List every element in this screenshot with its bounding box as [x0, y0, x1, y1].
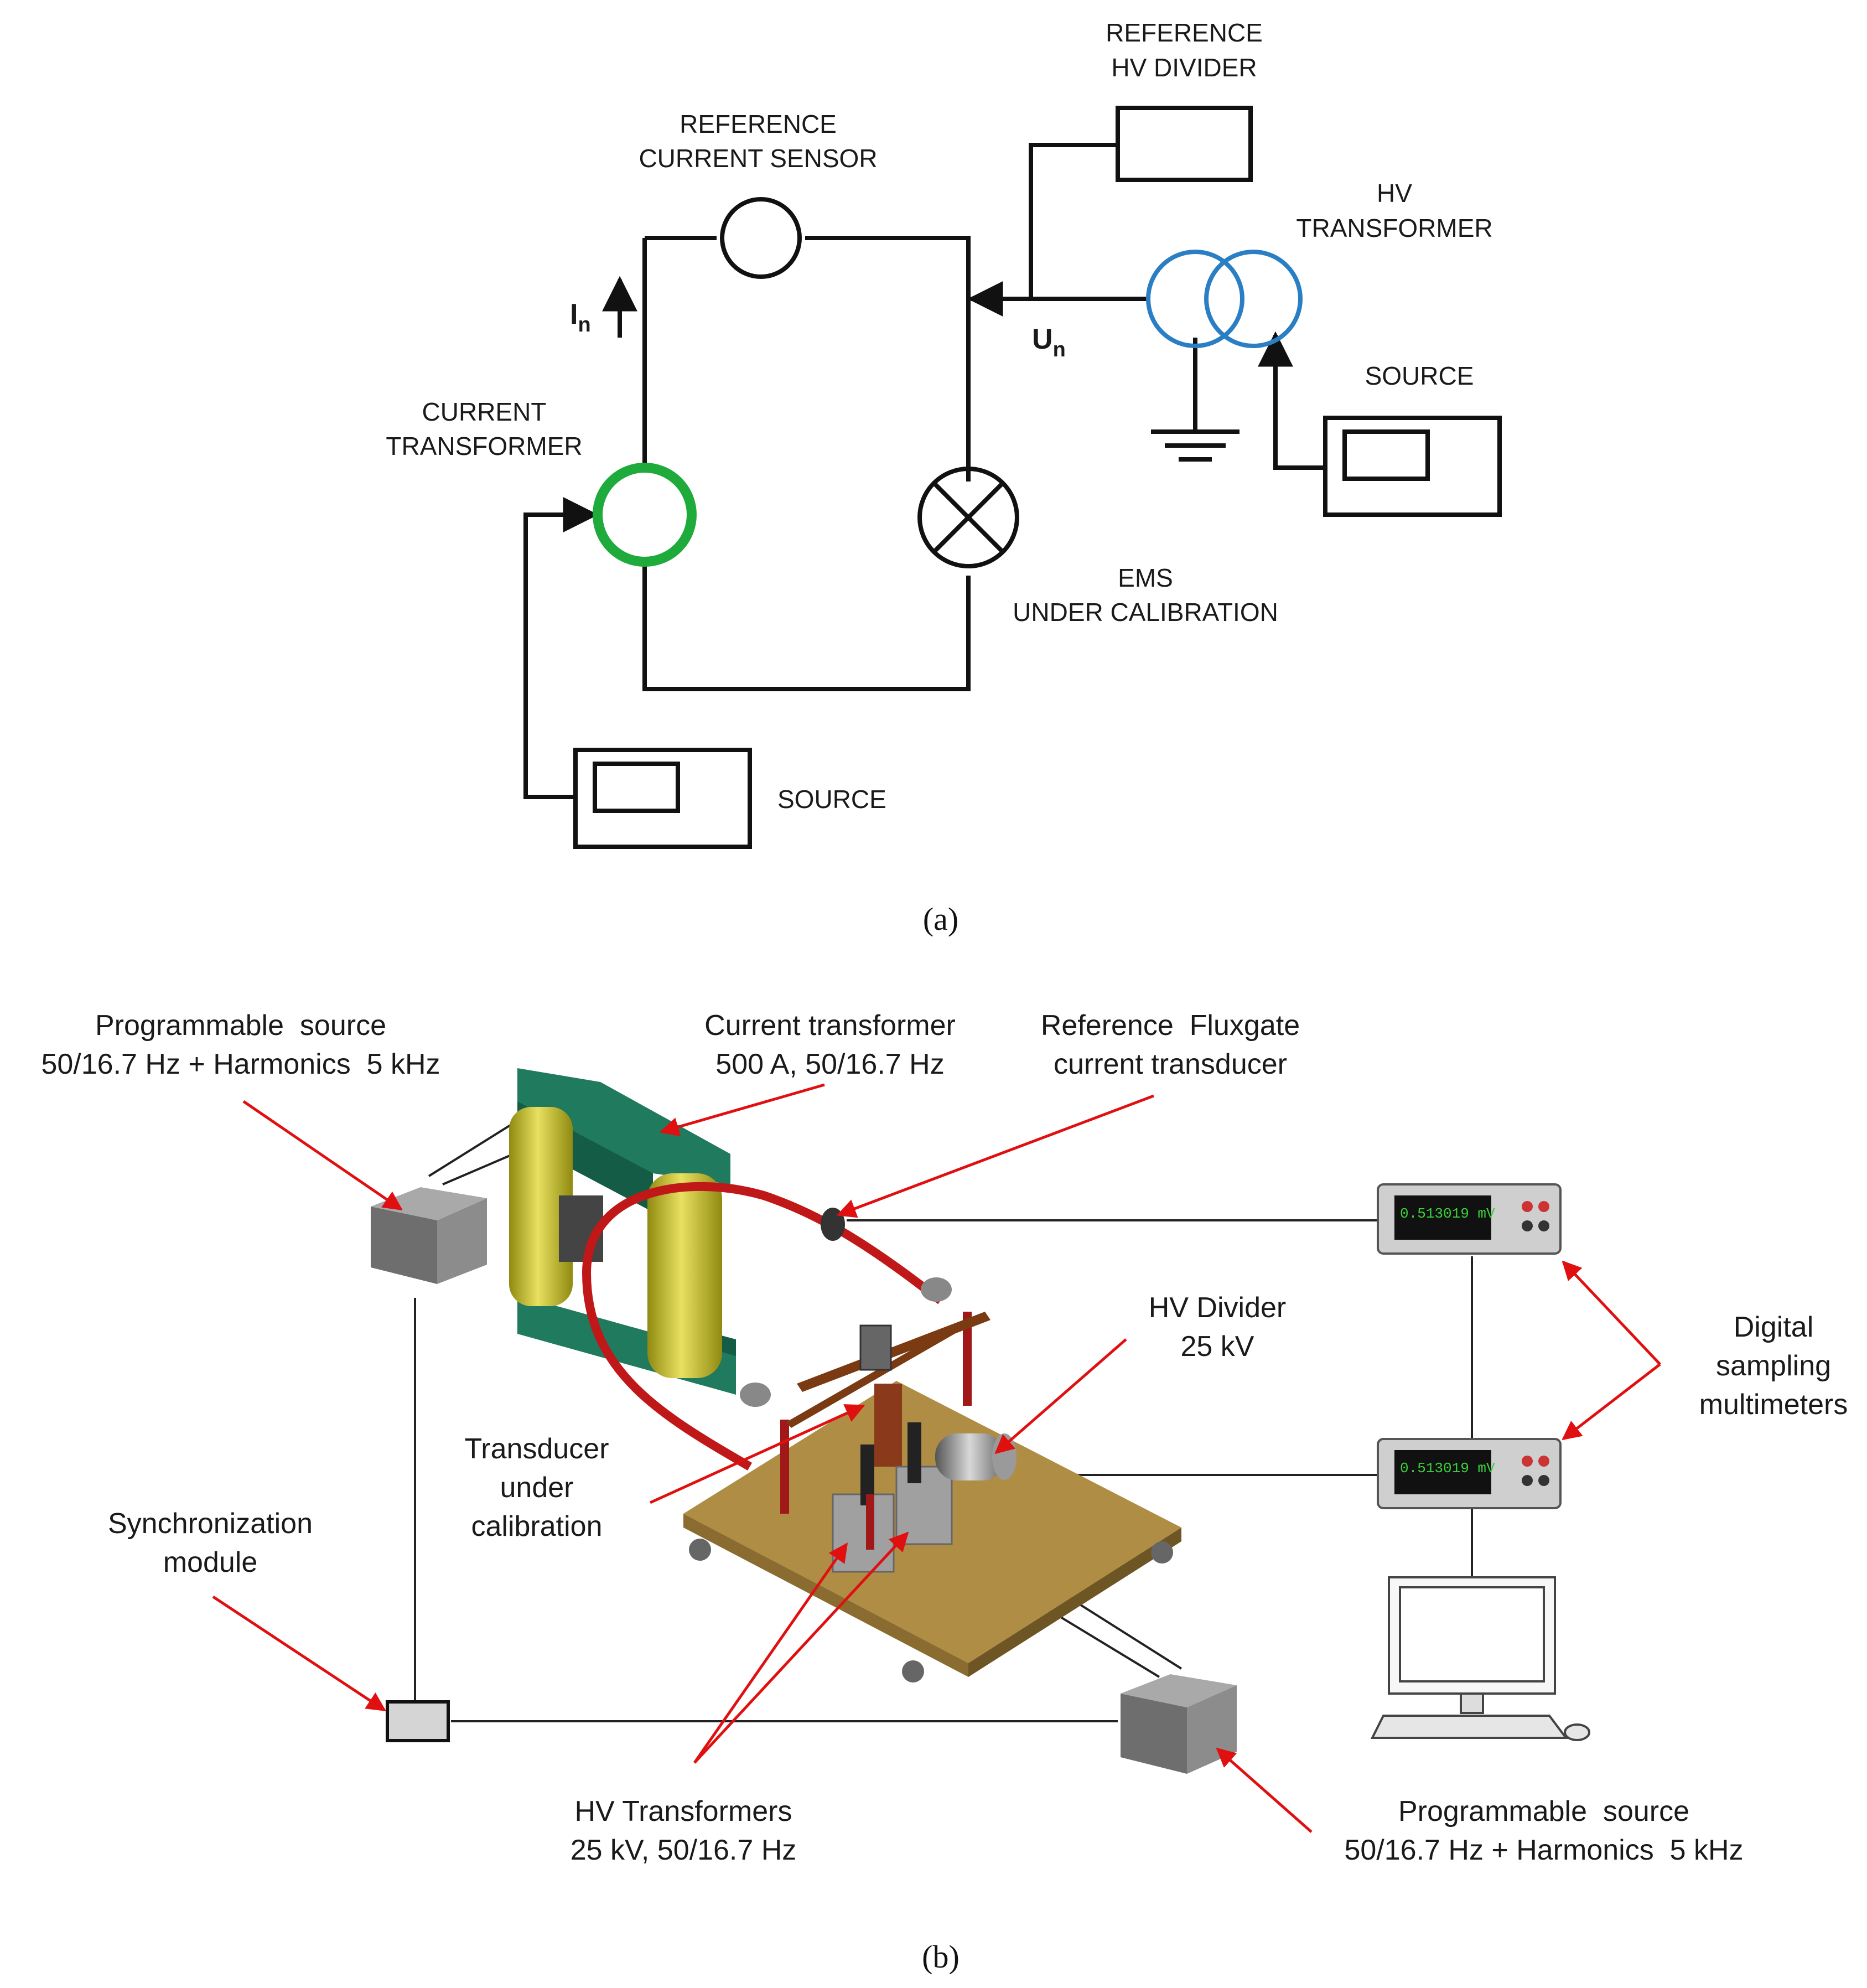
label-prog-source-bottom-1: Programmable source — [1398, 1795, 1689, 1827]
dmm-bottom: 0.513019 mV — [1377, 1438, 1562, 1509]
computer — [1370, 1576, 1590, 1741]
label-current-symbol: In — [570, 298, 591, 336]
ems-cross-b — [932, 482, 1004, 553]
label-sync-2: module — [163, 1546, 258, 1578]
label-ref-current-sensor-1: REFERENCE — [680, 110, 837, 138]
label-hv-divider-2: 25 kV — [1181, 1330, 1254, 1363]
source-right-display — [1342, 429, 1430, 481]
ems-meter — [917, 467, 1019, 568]
panel-b-pointers — [212, 1083, 1661, 1833]
hv-transformer-ring-b — [1204, 250, 1303, 348]
label-fluxgate-2: current transducer — [1054, 1048, 1287, 1080]
caption-b: (b) — [922, 1939, 960, 1975]
label-digital-1: Digital — [1734, 1311, 1814, 1343]
dmm-bottom-reading: 0.513019 mV — [1400, 1460, 1495, 1477]
label-current-transformer-b-1: Current transformer — [704, 1009, 956, 1042]
label-ref-hv-divider-2: HV DIVIDER — [1111, 53, 1257, 82]
label-transducer-2: under — [500, 1472, 574, 1504]
source-bottom-wire — [523, 497, 599, 799]
label-hv-divider-1: HV Divider — [1149, 1292, 1287, 1324]
dmm-top-reading: 0.513019 mV — [1400, 1205, 1495, 1222]
label-hv-transformer-1: HV — [1377, 179, 1412, 208]
label-hv-transformers-1: HV Transformers — [575, 1795, 792, 1827]
label-source-bottom: SOURCE — [777, 785, 886, 814]
reference-current-sensor — [720, 197, 802, 279]
source-bottom-box — [573, 748, 752, 849]
source-bottom-display — [593, 762, 680, 813]
label-sync-1: Synchronization — [108, 1508, 313, 1540]
loop-wire — [642, 236, 971, 691]
label-prog-source-bottom-2: 50/16.7 Hz + Harmonics 5 kHz — [1344, 1834, 1743, 1866]
label-hv-transformers-2: 25 kV, 50/16.7 Hz — [571, 1834, 797, 1866]
label-current-transformer-1: CURRENT — [422, 397, 547, 426]
current-transformer-ring — [593, 463, 697, 567]
label-ems-2: UNDER CALIBRATION — [1013, 598, 1278, 627]
label-hv-transformer-2: TRANSFORMER — [1296, 214, 1492, 242]
label-ems-1: EMS — [1118, 563, 1173, 592]
panel-b-labels: Programmable source 50/16.7 Hz + Harmoni… — [41, 1009, 1848, 1866]
reference-hv-divider-box — [1116, 106, 1253, 182]
label-digital-2: sampling — [1716, 1350, 1831, 1382]
programmable-source-bottom — [1121, 1674, 1237, 1774]
label-transducer-1: Transducer — [464, 1433, 609, 1465]
label-current-transformer-2: TRANSFORMER — [386, 432, 582, 460]
label-prog-source-top-1: Programmable source — [95, 1009, 386, 1042]
label-ref-hv-divider-1: REFERENCE — [1106, 18, 1263, 47]
current-transformer-3d — [509, 1068, 736, 1395]
panel-a-circuit — [523, 106, 1502, 849]
fluxgate-transducer — [740, 1208, 952, 1407]
label-ref-current-sensor-2: CURRENT SENSOR — [639, 144, 877, 173]
divider-wire — [1029, 143, 1118, 299]
label-source-right: SOURCE — [1365, 361, 1474, 390]
caption-a: (a) — [923, 901, 958, 937]
table-apparatus — [780, 1312, 1017, 1573]
dmm-top: 0.513019 mV — [1377, 1183, 1562, 1255]
synchronization-module — [386, 1700, 450, 1742]
panel-a-labels: REFERENCE HV DIVIDER REFERENCE CURRENT S… — [386, 18, 1492, 814]
label-current-transformer-b-2: 500 A, 50/16.7 Hz — [715, 1048, 944, 1080]
label-fluxgate-1: Reference Fluxgate — [1041, 1009, 1300, 1042]
label-digital-3: multimeters — [1699, 1389, 1848, 1421]
label-voltage-symbol: Un — [1032, 323, 1066, 361]
source-right-wire — [1258, 331, 1325, 470]
source-right-box — [1323, 416, 1502, 517]
label-prog-source-top-2: 50/16.7 Hz + Harmonics 5 kHz — [41, 1048, 440, 1080]
label-transducer-3: calibration — [471, 1510, 602, 1542]
programmable-source-top — [371, 1187, 487, 1284]
hv-transformer-ring-a — [1146, 250, 1244, 348]
